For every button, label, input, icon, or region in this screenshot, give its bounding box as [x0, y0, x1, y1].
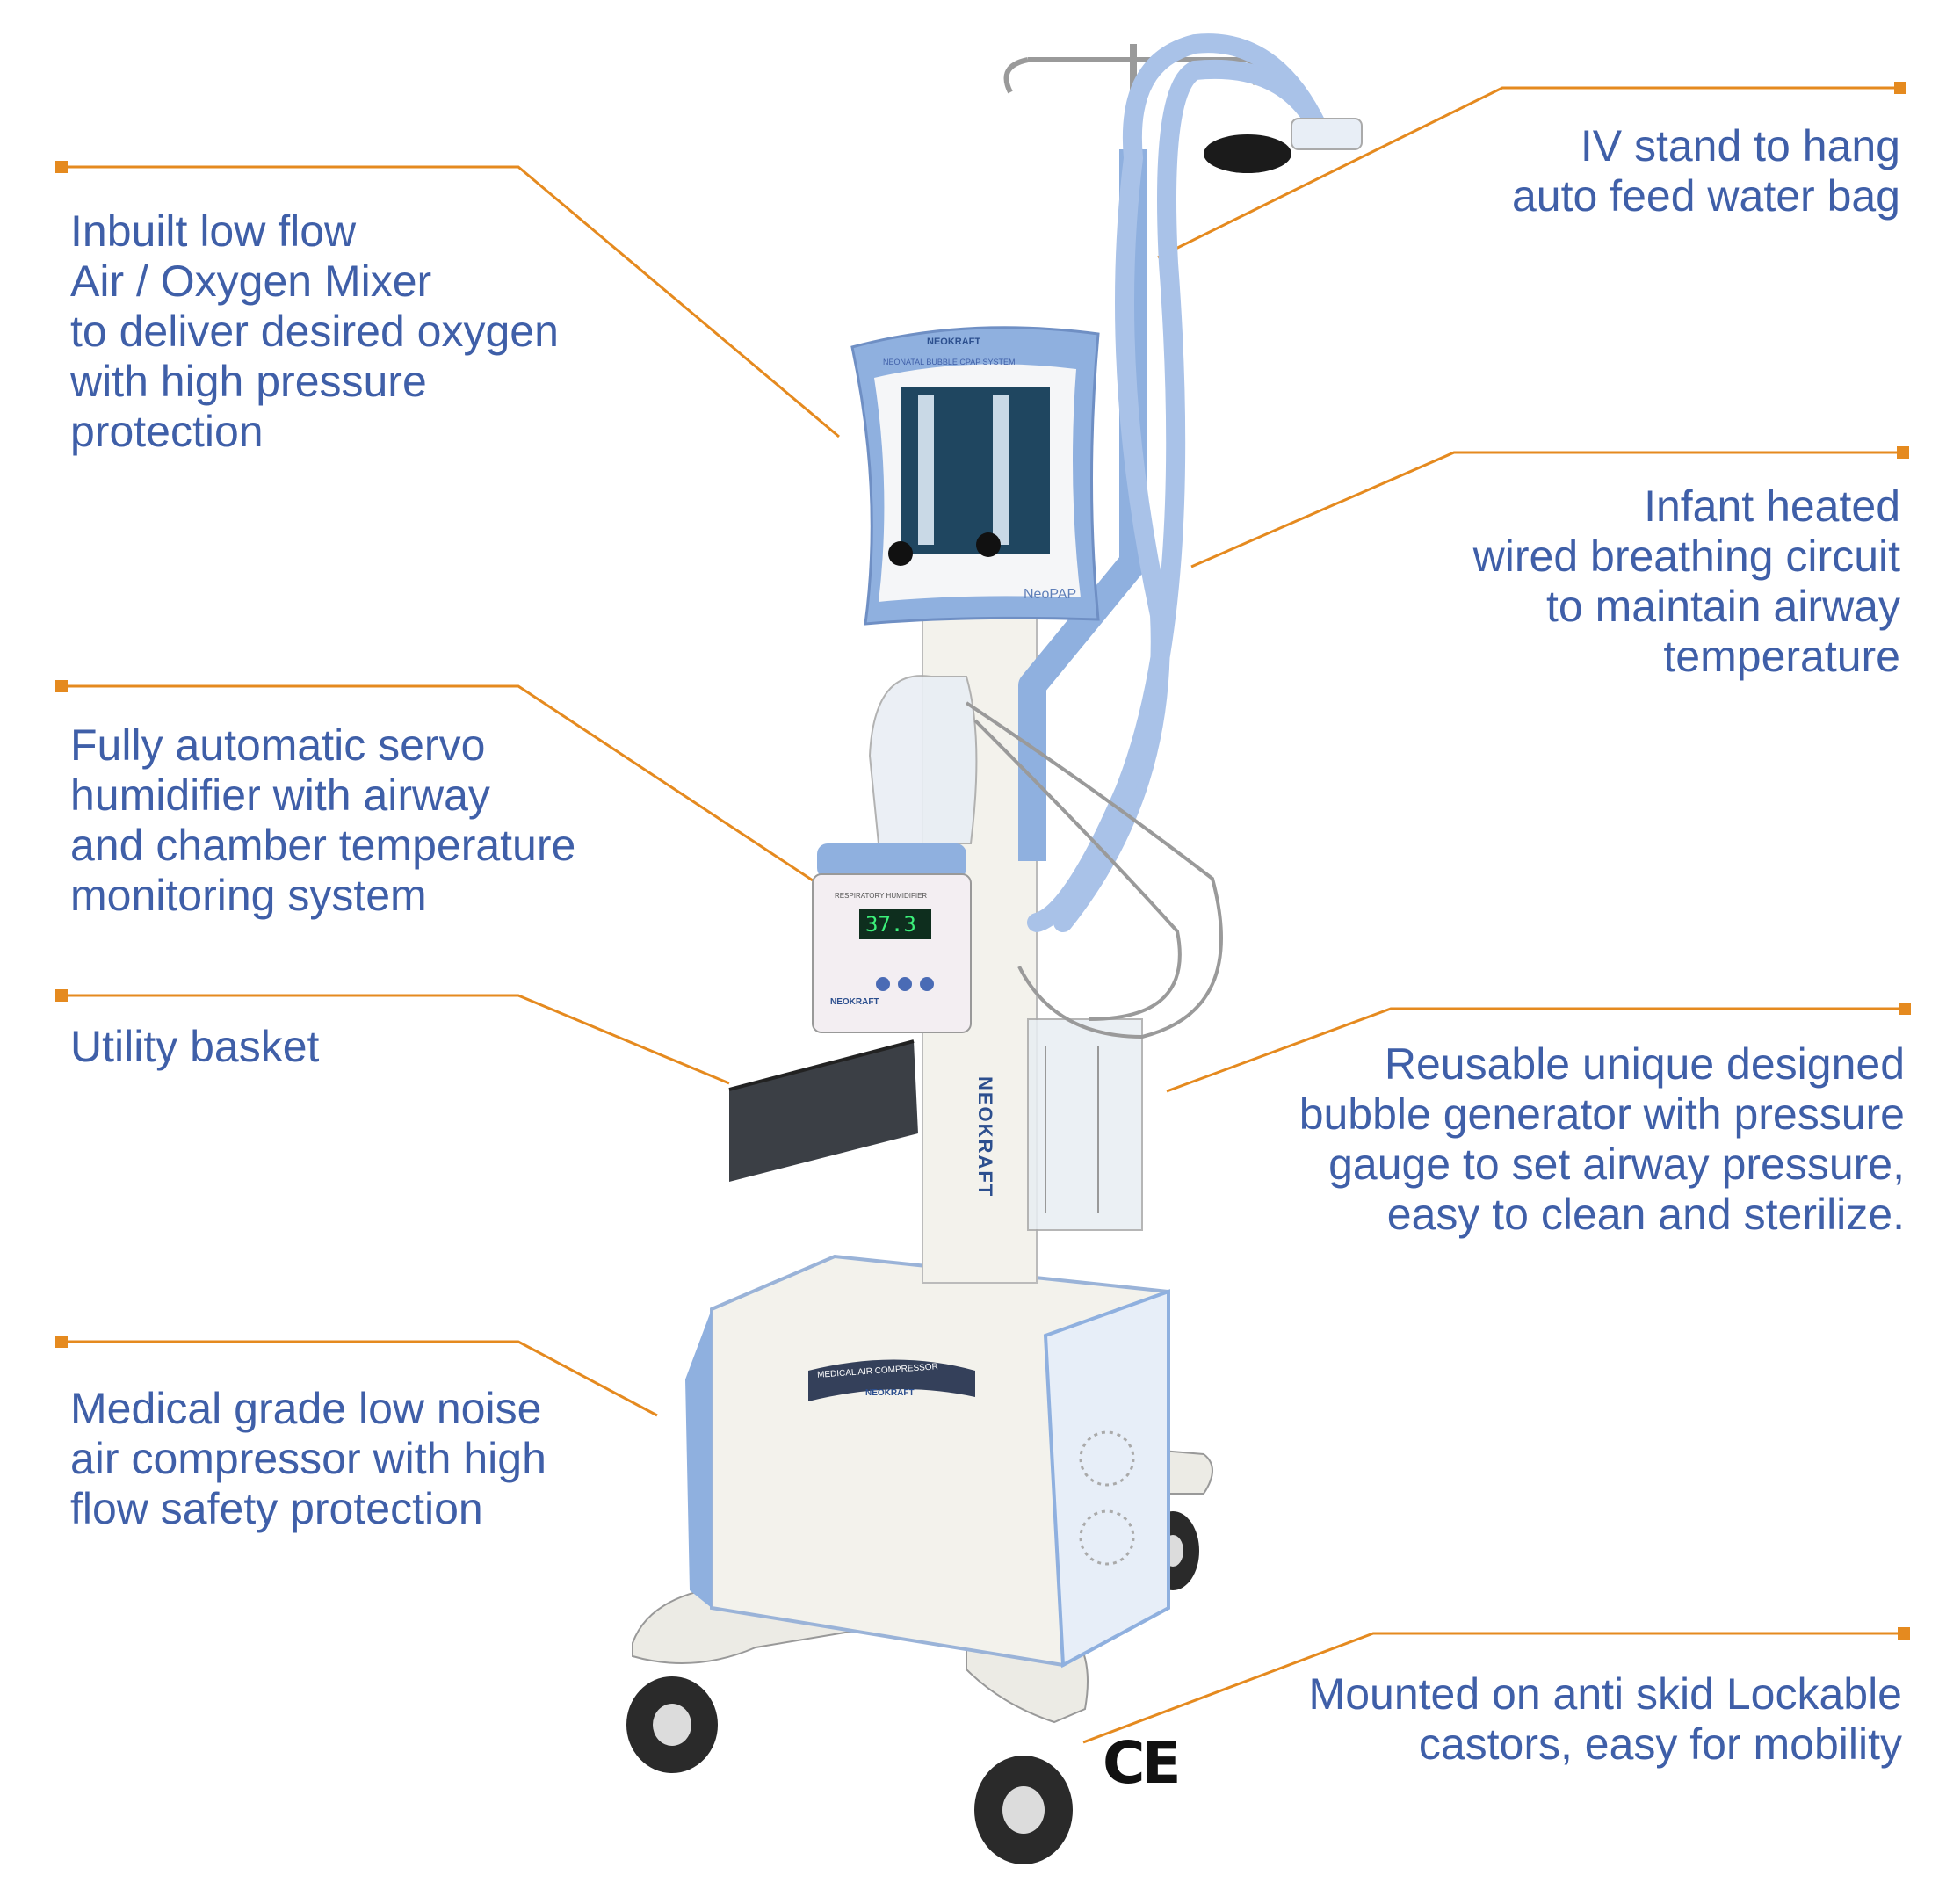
callout-line: IV stand to hang	[1580, 121, 1900, 170]
callout-line: with high pressure	[70, 357, 427, 406]
tube-connector	[1291, 118, 1363, 150]
leader-dot-iv-stand	[1894, 82, 1906, 94]
leader-dot-castors	[1898, 1627, 1910, 1640]
callout-line: Inbuilt low flow	[70, 206, 357, 256]
callout-line: air compressor with high	[70, 1434, 546, 1483]
callout-line: Reusable unique designed	[1384, 1039, 1905, 1089]
leader-dot-compressor	[55, 1336, 68, 1348]
callout-basket: Utility basket	[70, 1022, 319, 1072]
leader-line-castors	[1082, 1632, 1904, 1744]
callout-line: bubble generator with pressure	[1299, 1090, 1905, 1139]
callout-line: humidifier with airway	[70, 771, 490, 820]
compressor-box	[685, 1254, 1170, 1669]
leader-line-circuit	[1190, 451, 1903, 568]
callout-line: Fully automatic servo	[70, 720, 486, 770]
callout-line: easy to clean and sterilize.	[1386, 1190, 1905, 1239]
callout-line: to deliver desired oxygen	[70, 307, 559, 356]
callout-line: Utility basket	[70, 1022, 320, 1071]
callout-bubble-generator: Reusable unique designed bubble generato…	[1299, 1039, 1905, 1240]
callout-circuit: Infant heated wired breathing circuit to…	[1473, 481, 1900, 682]
breathing-circuit-tubes	[1027, 33, 1327, 932]
callout-line: and chamber temperature	[70, 821, 576, 870]
mixer-model: NeoPAP	[1024, 587, 1077, 602]
mixer-brand: NEOKRAFT	[927, 337, 981, 347]
sensor-cables	[965, 701, 1223, 1039]
callout-line: to maintain airway	[1546, 582, 1900, 631]
leader-dot-circuit	[1897, 446, 1909, 459]
callout-mixer: Inbuilt low flow Air / Oxygen Mixer to d…	[70, 206, 559, 457]
bubble-generator	[1027, 1018, 1143, 1231]
leader-line-compressor	[61, 1340, 658, 1417]
leader-dot-basket	[55, 989, 68, 1002]
callout-line: castors, easy for mobility	[1418, 1719, 1902, 1769]
ce-mark: CE	[1103, 1729, 1182, 1797]
callout-line: flow safety protection	[70, 1484, 483, 1533]
mixer-panel	[850, 326, 1100, 626]
callout-compressor: Medical grade low noise air compressor w…	[70, 1384, 546, 1534]
callout-line: auto feed water bag	[1512, 171, 1900, 221]
callout-line: temperature	[1663, 632, 1900, 681]
callout-castors: Mounted on anti skid Lockable castors, e…	[1309, 1669, 1902, 1770]
callout-iv-stand: IV stand to hang auto feed water bag	[1512, 121, 1900, 221]
callout-line: Mounted on anti skid Lockable	[1308, 1669, 1902, 1719]
mixer-title: NEONATAL BUBBLE CPAP SYSTEM	[883, 358, 1016, 366]
humidifier-brand: NEOKRAFT	[830, 997, 879, 1007]
leader-line-basket	[61, 994, 730, 1085]
callout-line: Medical grade low noise	[70, 1384, 542, 1433]
leader-lines	[55, 82, 1911, 1744]
leader-line-iv-stand	[1157, 86, 1900, 259]
humidifier	[812, 675, 978, 1033]
callout-line: protection	[70, 407, 264, 456]
bag-reservoir	[1204, 134, 1291, 173]
leader-dot-humidifier	[55, 680, 68, 692]
leader-line-mixer	[61, 165, 840, 438]
humidifier-display: 37.3	[865, 912, 916, 937]
leader-dot-mixer	[55, 161, 68, 173]
callout-line: gauge to set airway pressure,	[1328, 1140, 1905, 1189]
column-brand: NEOKRAFT	[974, 1076, 996, 1198]
leader-line-bubble-generator	[1166, 1007, 1905, 1093]
utility-basket	[728, 1039, 918, 1182]
callout-humidifier: Fully automatic servo humidifier with ai…	[70, 720, 575, 921]
callout-line: Air / Oxygen Mixer	[70, 257, 432, 306]
callout-line: Infant heated	[1644, 481, 1900, 531]
leader-line-humidifier	[61, 684, 814, 882]
humidifier-title: RESPIRATORY HUMIDIFIER	[835, 892, 928, 900]
callout-line: wired breathing circuit	[1472, 532, 1900, 581]
compressor-brand: NEOKRAFT	[865, 1388, 915, 1398]
callout-line: monitoring system	[70, 871, 427, 920]
leader-dot-bubble-generator	[1899, 1003, 1911, 1015]
